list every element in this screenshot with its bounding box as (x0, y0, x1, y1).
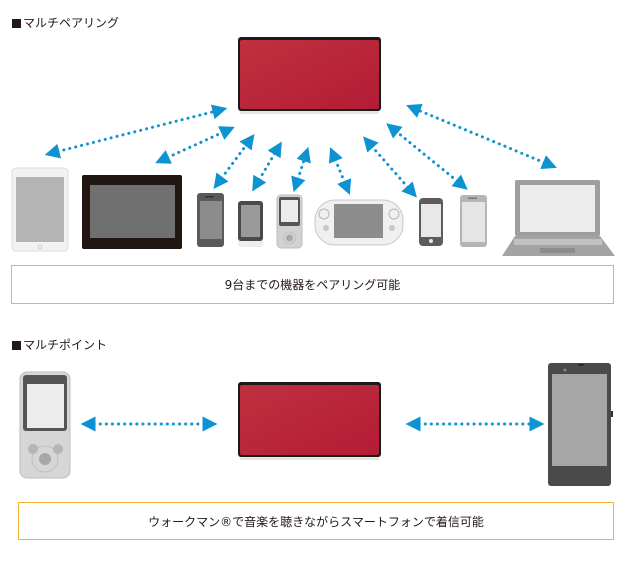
arrow-game-console (328, 147, 352, 195)
multi-point-caption: ウォークマン®で音楽を聴きながらスマートフォンで着信可能 (18, 502, 614, 540)
walkman-large-device (19, 371, 71, 479)
square-bullet-icon (12, 341, 21, 350)
smartphone-large-device (548, 363, 613, 486)
game-console-device (314, 199, 404, 246)
laptop-device (502, 180, 615, 256)
multi-pairing-caption: 9台までの機器をペアリング可能 (11, 265, 614, 304)
walkman-device (276, 194, 303, 249)
multi-point-caption-text: ウォークマン®で音楽を聴きながらスマートフォンで着信可能 (148, 514, 484, 529)
speaker-bottom (238, 382, 381, 460)
smartphone-white-device (238, 201, 263, 247)
arrow-smartphone-silver (386, 123, 468, 190)
multi-pairing-caption-text: 9台までの機器をペアリング可能 (224, 278, 401, 292)
arrow-laptop (406, 103, 557, 170)
tablet-black-device (82, 175, 182, 249)
arrow-iphone (363, 136, 417, 198)
multi-pairing-heading: マルチペアリング (12, 16, 119, 30)
arrow-walkman (291, 146, 311, 193)
square-bullet-icon (12, 19, 21, 28)
tablet-white-device (11, 167, 69, 252)
smartphone-dark-device (197, 193, 224, 247)
iphone-device (419, 198, 443, 246)
speaker-top (238, 37, 381, 114)
multi-pairing-heading-text: マルチペアリング (23, 16, 120, 30)
multi-point-heading: マルチポイント (12, 338, 107, 352)
arrow-smartphone-dark (213, 133, 255, 190)
smartphone-silver-device (460, 195, 487, 247)
arrow-tablet-black (155, 126, 235, 164)
arrow-smartphone-white (252, 141, 282, 192)
arrow-tablet-white (44, 104, 228, 159)
multi-point-heading-text: マルチポイント (23, 338, 108, 352)
